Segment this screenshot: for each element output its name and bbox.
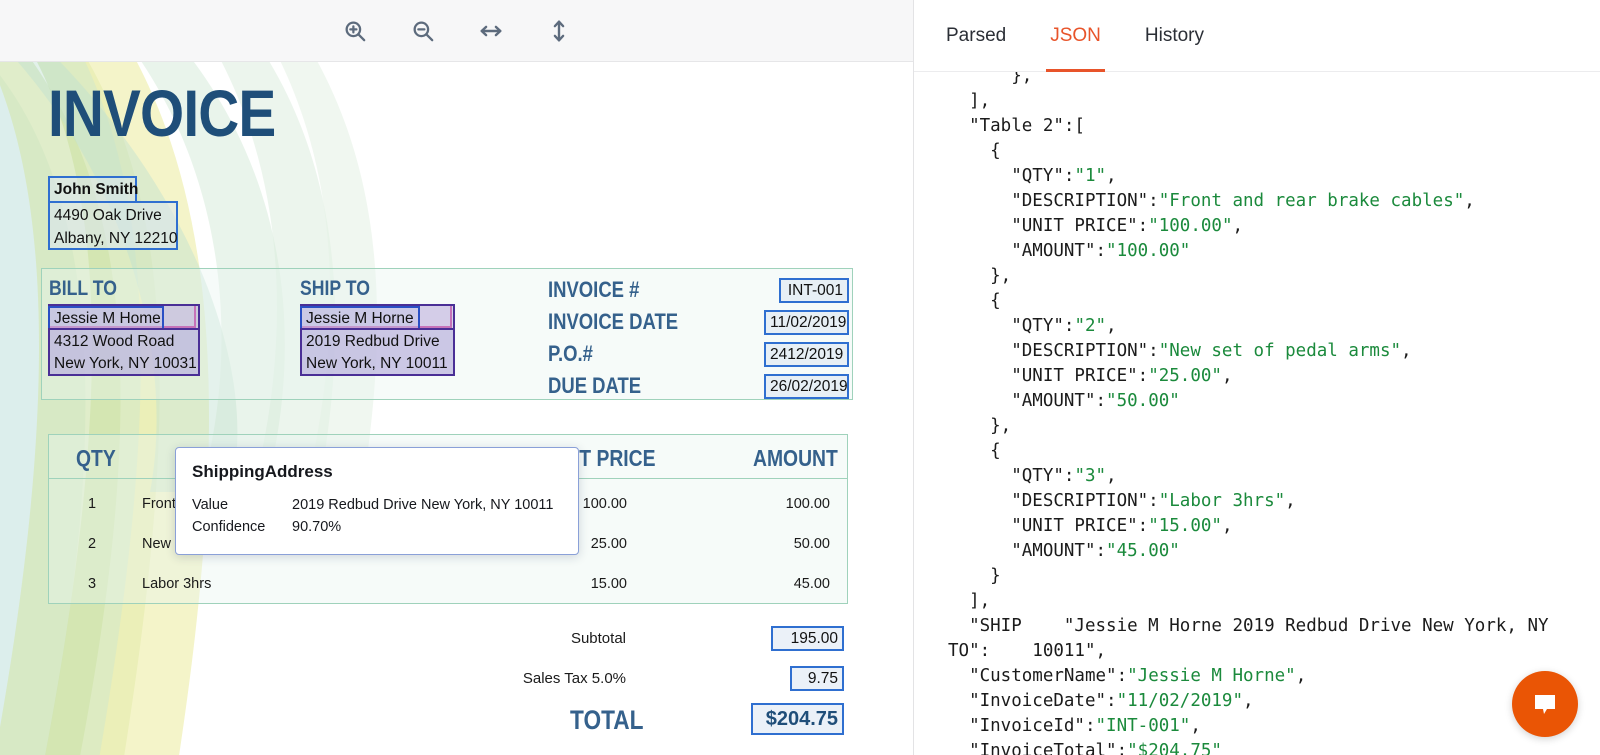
tooltip-confidence-label: Confidence xyxy=(192,519,266,535)
row-qty: 1 xyxy=(87,496,97,512)
ship-to-heading: SHIP TO xyxy=(300,277,370,300)
meta-value-invoice-date[interactable]: 11/02/2019 xyxy=(764,310,849,335)
row-qty: 3 xyxy=(87,576,97,592)
json-code-block: }, ], "Table 2":[ { "QTY":"1", "DESCRIPT… xyxy=(948,72,1549,755)
tab-history[interactable]: History xyxy=(1144,24,1205,46)
tooltip-title: ShippingAddress xyxy=(192,462,333,481)
tooltip-value: 2019 Redbud Drive New York, NY 10011 xyxy=(292,497,554,513)
tab-parsed[interactable]: Parsed xyxy=(946,24,1007,46)
sender-address-line2: Albany, NY 12210 xyxy=(54,230,178,247)
total-value[interactable]: $204.75 xyxy=(751,703,844,735)
meta-value-po-number[interactable]: 2412/2019 xyxy=(764,342,849,367)
bill-to-heading: BILL TO xyxy=(49,277,117,300)
chat-bubble-icon[interactable] xyxy=(1512,671,1578,737)
result-tabs: Parsed JSON History xyxy=(914,0,1600,72)
tooltip-confidence-row: Confidence 90.70% xyxy=(192,516,562,538)
ship-to-name-field[interactable]: Jessie M Horne xyxy=(300,306,420,330)
row-description: Labor 3hrs xyxy=(142,576,212,592)
subtotal-value[interactable]: 195.00 xyxy=(771,626,844,651)
row-unit-price: 100.00 xyxy=(582,496,627,512)
row-amount: 50.00 xyxy=(793,536,830,552)
invoice-title: INVOICE xyxy=(48,76,276,150)
row-unit-price: 15.00 xyxy=(590,576,627,592)
meta-value-invoice-number[interactable]: INT-001 xyxy=(779,278,849,303)
row-amount: 45.00 xyxy=(793,576,830,592)
tooltip-confidence: 90.70% xyxy=(292,519,342,535)
row-amount: 100.00 xyxy=(785,496,830,512)
bill-to-name-field[interactable]: Jessie M Home xyxy=(48,306,164,330)
tab-json[interactable]: JSON xyxy=(1032,0,1119,72)
bill-to-block[interactable] xyxy=(48,304,200,376)
row-qty: 2 xyxy=(87,536,97,552)
fit-height-icon[interactable] xyxy=(539,11,579,51)
meta-label-invoice-number: INVOICE # xyxy=(548,277,640,302)
tooltip-value-label: Value xyxy=(192,497,229,513)
meta-value-due-date[interactable]: 26/02/2019 xyxy=(764,374,849,399)
ship-to-address-line2: New York, NY 10011 xyxy=(306,355,448,372)
row-unit-price: 25.00 xyxy=(590,536,627,552)
field-tooltip: ShippingAddress Value 2019 Redbud Drive … xyxy=(175,447,579,555)
fit-width-icon[interactable] xyxy=(471,11,511,51)
json-scroll-area[interactable]: }, ], "Table 2":[ { "QTY":"1", "DESCRIPT… xyxy=(914,72,1600,755)
sender-address-line1: 4490 Oak Drive xyxy=(54,207,162,224)
sales-tax-label: Sales Tax 5.0% xyxy=(522,670,626,687)
ship-to-address-line1: 2019 Redbud Drive xyxy=(306,333,440,350)
bill-to-address-line2: New York, NY 10031 xyxy=(54,355,197,372)
meta-label-invoice-date: INVOICE DATE xyxy=(548,309,679,334)
tooltip-value-row: Value 2019 Redbud Drive New York, NY 100… xyxy=(192,494,562,516)
sender-name-field[interactable]: John Smith xyxy=(48,176,138,203)
meta-label-due-date: DUE DATE xyxy=(548,373,642,398)
sales-tax-value[interactable]: 9.75 xyxy=(790,666,844,691)
subtotal-label: Subtotal xyxy=(570,630,626,647)
table-header-qty: QTY xyxy=(76,445,116,471)
zoom-in-icon[interactable] xyxy=(335,11,375,51)
table-header-amount: AMOUNT xyxy=(753,445,838,471)
zoom-out-icon[interactable] xyxy=(403,11,443,51)
bill-to-address-line1: 4312 Wood Road xyxy=(54,333,175,350)
result-panel: Parsed JSON History }, ], "Table 2":[ { … xyxy=(914,0,1600,755)
panel-divider[interactable] xyxy=(913,0,914,755)
total-label: TOTAL xyxy=(570,705,644,735)
viewer-toolbar xyxy=(0,0,913,62)
meta-label-po-number: P.O.# xyxy=(548,341,593,366)
